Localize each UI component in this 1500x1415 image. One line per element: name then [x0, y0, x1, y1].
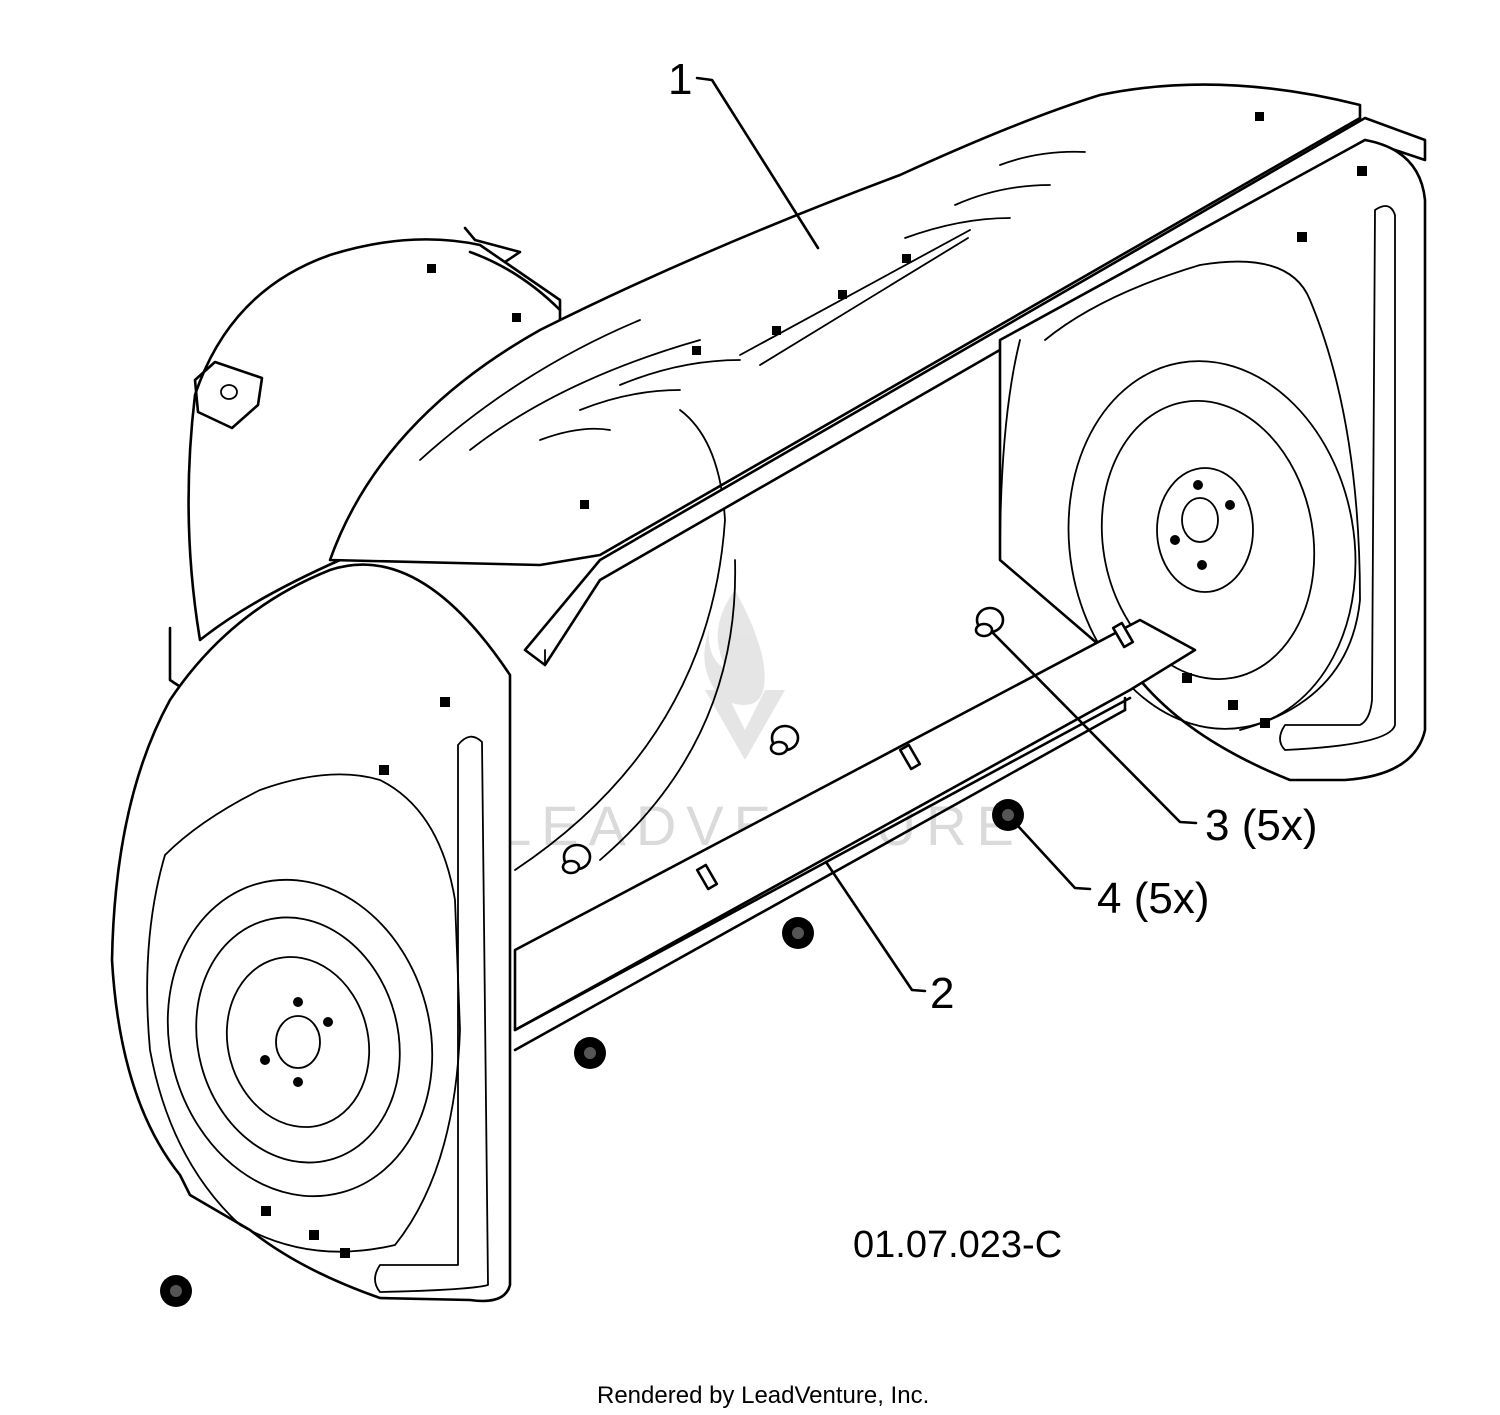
hex-nut — [782, 917, 814, 949]
callout-3-label: 3 (5x) — [1205, 801, 1317, 850]
bottom-support-bar — [513, 618, 1197, 1052]
diagram-code: 01.07.023-C — [853, 1224, 1062, 1266]
hex-nut — [574, 1037, 606, 1069]
footer-credit: Rendered by LeadVenture, Inc. — [597, 1382, 929, 1409]
top-flange-rail — [523, 116, 1427, 667]
callout-2-label: 2 — [930, 969, 954, 1018]
right-side-plate — [998, 138, 1427, 782]
callout-4-label: 4 (5x) — [1097, 874, 1209, 923]
leader-line-3 — [990, 630, 1198, 825]
hex-nut — [160, 1275, 192, 1307]
left-side-plate — [110, 563, 512, 1303]
inner-auger-drum — [514, 409, 737, 871]
leader-line-2 — [824, 860, 927, 993]
leader-line-1 — [695, 76, 820, 250]
carriage-bolt — [561, 843, 592, 875]
hex-nuts — [160, 799, 1024, 1307]
housing-top-shell — [328, 83, 1362, 567]
leader-line-4 — [1016, 824, 1092, 891]
carriage-bolts — [561, 606, 1005, 875]
carriage-bolt — [769, 724, 800, 756]
leader-lines — [695, 76, 1198, 993]
callout-1-label: 1 — [668, 55, 692, 104]
carriage-bolt — [974, 606, 1005, 638]
hex-nut — [992, 799, 1024, 831]
